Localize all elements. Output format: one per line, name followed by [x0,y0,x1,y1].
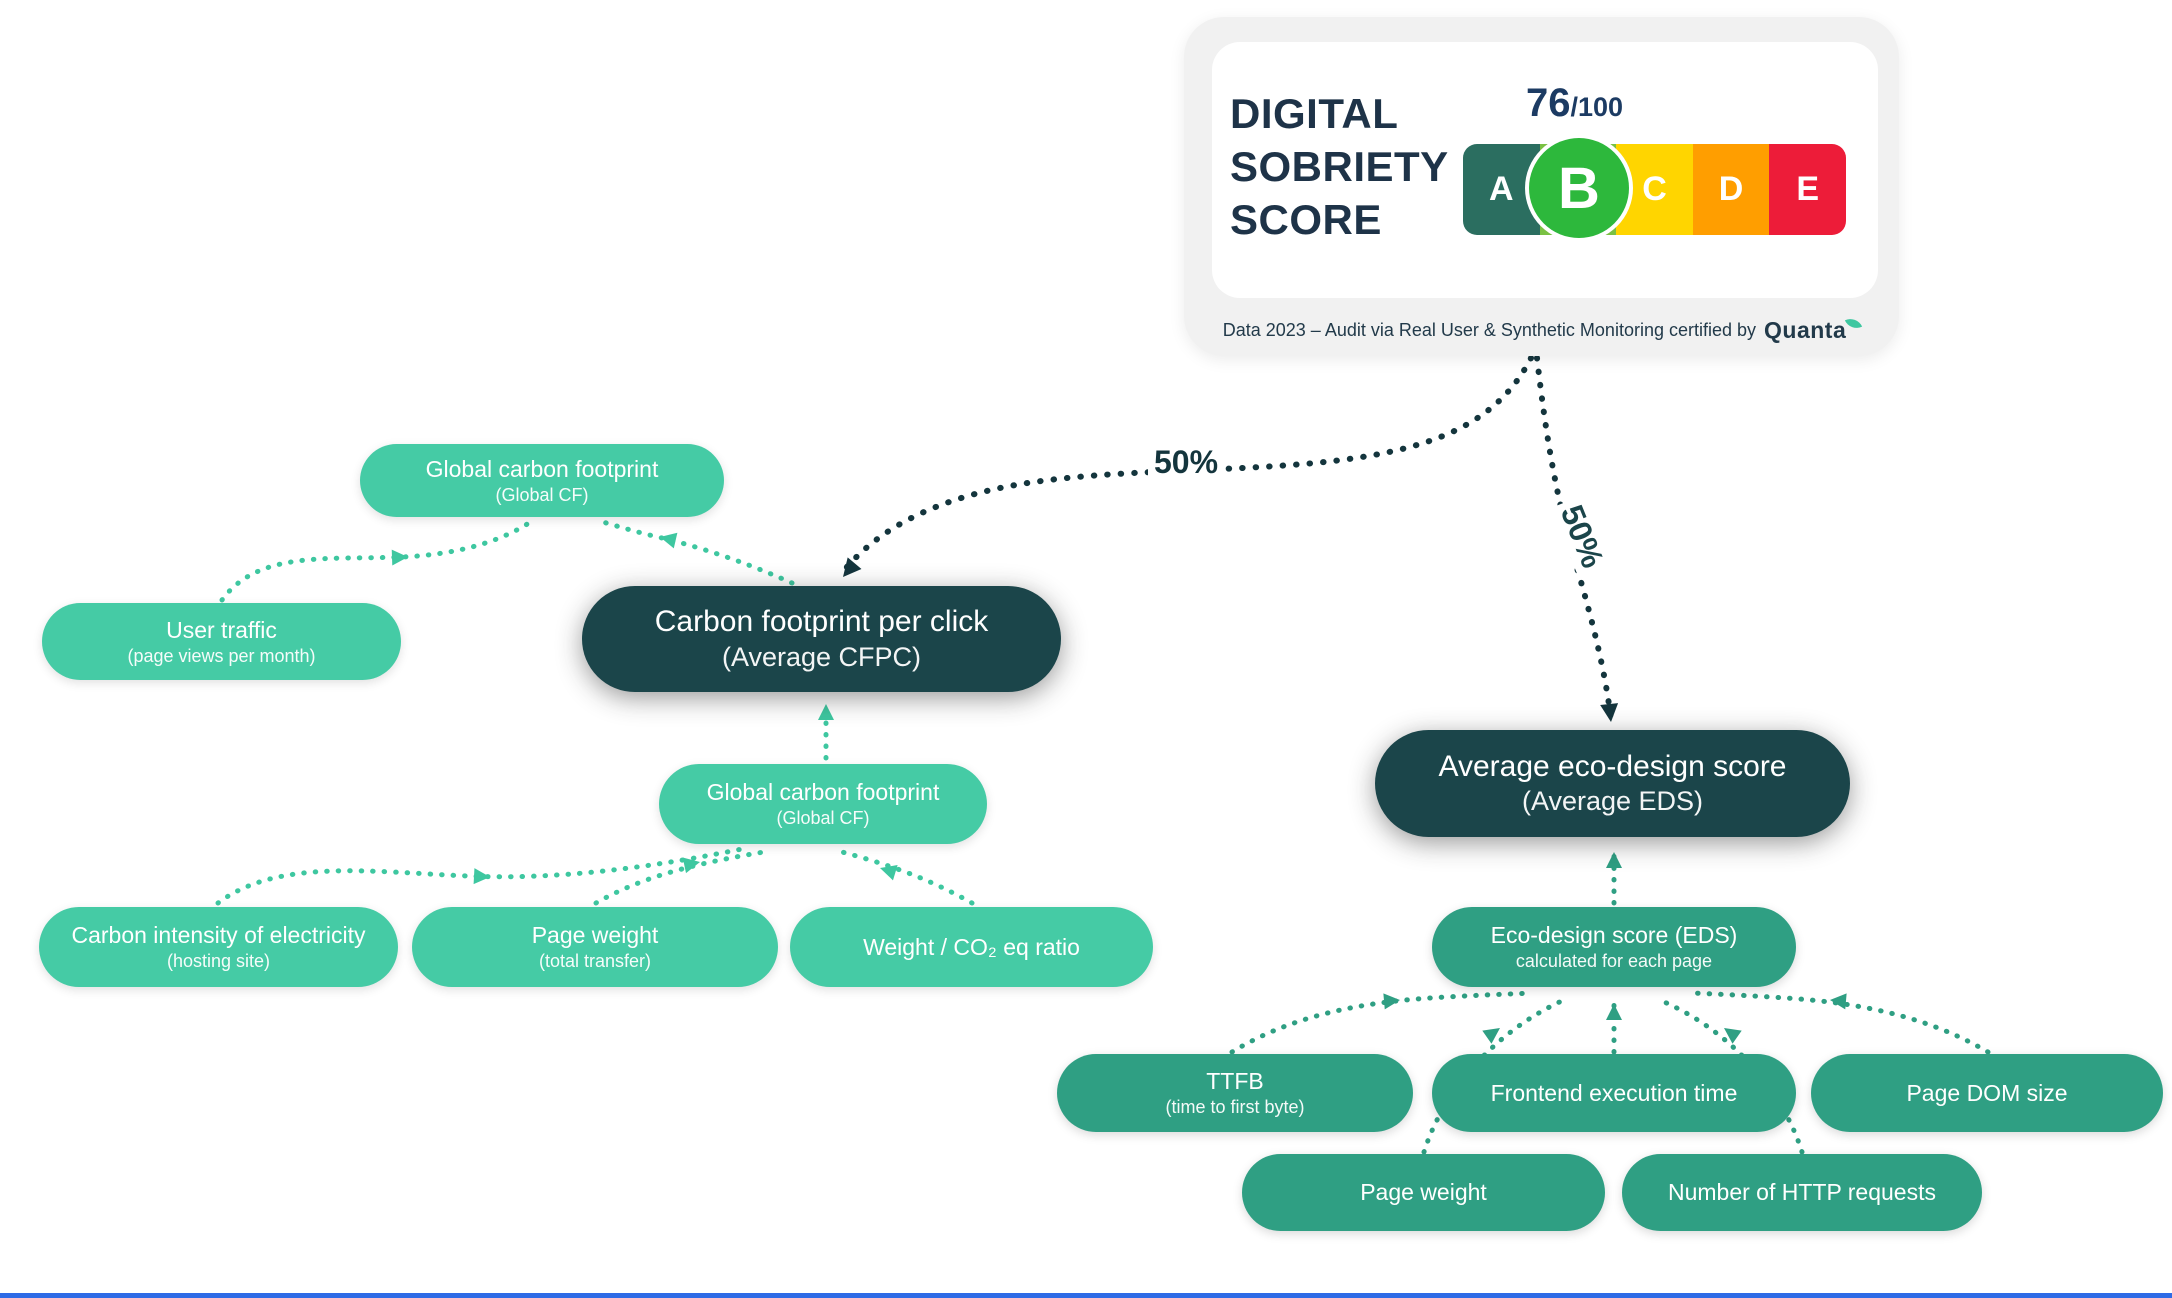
node-subtitle: calculated for each page [1515,951,1713,972]
node-title: Average eco-design score [1438,749,1787,783]
node-carbon-footprint-per-click: Carbon footprint per click (Average CFPC… [582,586,1061,692]
node-page-weight-left: Page weight (total transfer) [412,907,778,987]
node-user-traffic: User traffic (page views per month) [42,603,401,680]
node-subtitle: (total transfer) [538,951,652,972]
score-max: /100 [1570,92,1624,122]
bottom-blue-bar [0,1293,2172,1298]
caption-text: Data 2023 – Audit via Real User & Synthe… [1222,320,1757,340]
node-number-http-requests: Number of HTTP requests [1622,1154,1982,1231]
node-title: Carbon footprint per click [654,605,989,639]
arrowheads [391,532,1847,1044]
node-title: Page weight [1360,1179,1487,1206]
edge-cfpc-to-global-cf [600,519,795,586]
grade-a: A [1463,144,1540,235]
edge-weight-left-label: 50% [1148,444,1225,481]
scorecard-caption: Data 2023 – Audit via Real User & Synthe… [1184,314,1899,344]
score-value: 76/100 [1526,81,1623,126]
node-title: Global carbon footprint [706,779,940,806]
node-eco-design-score: Eco-design score (EDS) calculated for ea… [1432,907,1796,987]
node-page-dom-size: Page DOM size [1811,1054,2163,1132]
node-subtitle: (hosting site) [166,951,271,972]
quanta-wordmark: Quanta [1764,317,1847,343]
node-subtitle: (Average EDS) [1521,786,1704,817]
node-title: User traffic [166,616,277,643]
node-title: Frontend execution time [1490,1079,1738,1106]
score-number: 76 [1526,81,1571,125]
active-grade-badge: B [1529,138,1629,238]
node-ttfb: TTFB (time to first byte) [1057,1054,1413,1132]
edge-carbon-intensity-to-global-cf-mid [215,846,745,906]
node-subtitle: (page views per month) [127,645,316,666]
node-title: Number of HTTP requests [1667,1179,1936,1206]
node-title: Carbon intensity of electricity [71,922,366,949]
node-title: Eco-design score (EDS) [1490,922,1738,949]
grade-d: D [1692,144,1770,235]
leaf-icon [1845,314,1863,333]
node-subtitle: (Average CFPC) [721,641,922,672]
node-title: Page weight [531,922,659,949]
scorecard-title-line2: SOBRIETY [1230,143,1449,190]
node-frontend-execution-time: Frontend execution time [1432,1054,1796,1132]
quanta-logo: Quanta [1764,314,1863,344]
node-subtitle: (time to first byte) [1165,1097,1305,1118]
edge-page-weight-to-global-cf-mid [593,848,773,906]
edge-ttfb-to-eds [1229,990,1535,1055]
edge-page-weight-right-to-eds [1421,996,1569,1155]
node-title: Weight / CO₂ eq ratio [863,933,1080,960]
node-title: Page DOM size [1906,1079,2068,1106]
node-title: Global carbon footprint [425,455,659,482]
node-subtitle: (Global CF) [495,484,589,505]
grade-c: C [1616,144,1693,235]
node-global-carbon-footprint-mid: Global carbon footprint (Global CF) [659,764,987,844]
node-carbon-intensity: Carbon intensity of electricity (hosting… [39,907,398,987]
node-global-carbon-footprint-top: Global carbon footprint (Global CF) [360,444,724,517]
edge-http-requests-to-eds [1659,998,1805,1155]
grade-scale: A B C D E [1463,144,1846,235]
scorecard-title-line3: SCORE [1230,196,1382,243]
grade-e: E [1769,144,1846,235]
digital-sobriety-scorecard: DIGITAL SOBRIETY SCORE 76/100 A B C D E … [1184,17,1899,356]
node-average-eco-design-score: Average eco-design score (Average EDS) [1375,730,1850,837]
node-subtitle: (Global CF) [776,808,870,829]
node-title: TTFB [1206,1068,1264,1095]
node-page-weight-right: Page weight [1242,1154,1605,1231]
scorecard-title: DIGITAL SOBRIETY SCORE [1230,87,1449,246]
edge-dom-size-to-eds [1691,990,1991,1055]
edge-user-traffic-to-global-cf [219,518,535,603]
edge-co2-ratio-to-global-cf-mid [839,849,975,906]
scorecard-title-line1: DIGITAL [1230,90,1399,137]
node-weight-co2-ratio: Weight / CO₂ eq ratio [790,907,1153,987]
